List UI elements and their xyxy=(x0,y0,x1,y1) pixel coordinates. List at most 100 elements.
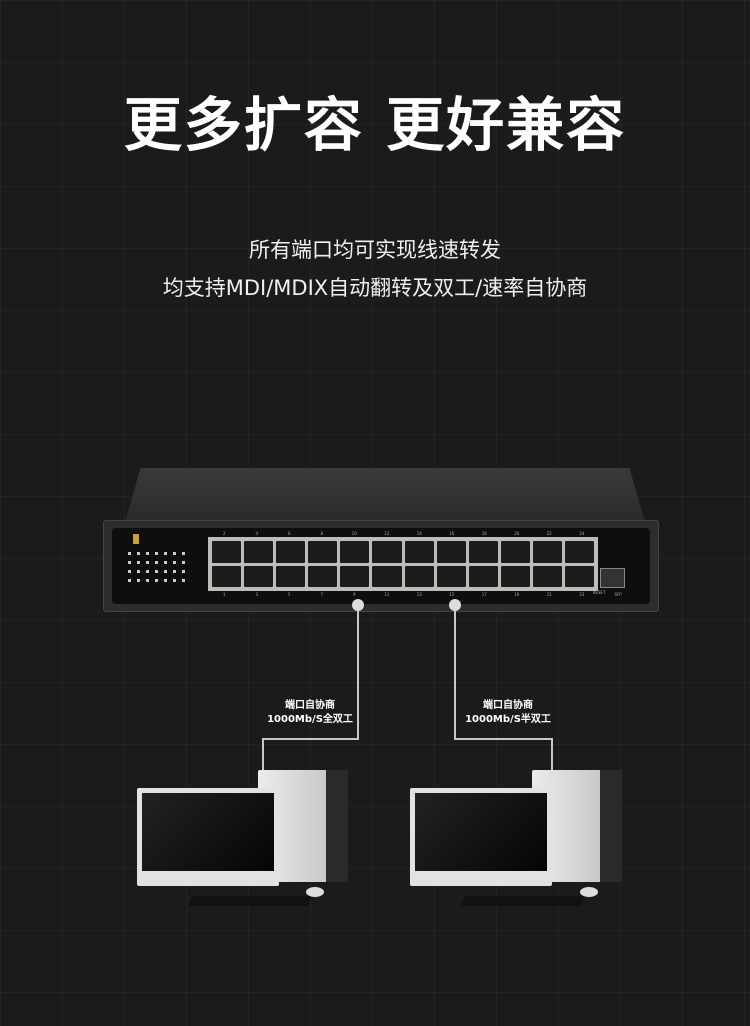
connection-point-right xyxy=(449,599,461,611)
rj45-port xyxy=(436,565,466,587)
label-line: 1000Mb/S半双工 xyxy=(465,714,551,725)
led xyxy=(182,561,185,564)
connection-label-left: 端口自协商 1000Mb/S全双工 xyxy=(250,699,370,727)
connection-point-left xyxy=(352,599,364,611)
port-number: 7 xyxy=(320,592,324,597)
screen xyxy=(142,793,274,871)
brand-logo-icon xyxy=(133,534,139,544)
led xyxy=(155,570,158,573)
rj45-port xyxy=(404,541,434,563)
rj45-port xyxy=(468,541,498,563)
port-number: 10 xyxy=(351,531,357,536)
connection-label-right: 端口自协商 1000Mb/S半双工 xyxy=(448,699,568,727)
port-number: 2 xyxy=(222,531,226,536)
subtitle-line-1: 所有端口均可实现线速转发 xyxy=(249,238,501,262)
pc-tower-side xyxy=(326,770,348,882)
port-number: 23 xyxy=(579,592,585,597)
rj45-ports xyxy=(208,537,598,591)
switch-top xyxy=(125,468,645,522)
rj45-port xyxy=(564,565,594,587)
rj45-port xyxy=(244,541,274,563)
port-number: 6 xyxy=(287,531,291,536)
reset-label: RESET xyxy=(592,590,606,595)
port-number: 22 xyxy=(546,531,552,536)
port-number: 13 xyxy=(416,592,422,597)
led xyxy=(164,552,167,555)
cable-line xyxy=(551,738,553,770)
sfp-label: SFP xyxy=(614,592,622,597)
keyboard xyxy=(461,896,585,906)
label-line: 端口自协商 xyxy=(483,700,533,711)
port-number: 21 xyxy=(546,592,552,597)
page-title: 更多扩容 更好兼容 xyxy=(123,91,627,159)
rj45-port xyxy=(500,541,530,563)
rj45-port xyxy=(276,541,306,563)
mouse xyxy=(306,887,324,897)
led xyxy=(173,561,176,564)
rj45-port xyxy=(404,565,434,587)
port-number: 9 xyxy=(352,592,356,597)
rj45-port xyxy=(372,565,402,587)
rj45-port xyxy=(532,541,562,563)
port-number: 20 xyxy=(514,531,520,536)
subtitle-line-2: 均支持MDI/MDIX自动翻转及双工/速率自协商 xyxy=(162,276,588,300)
led xyxy=(137,579,140,582)
led xyxy=(155,561,158,564)
port-number: 11 xyxy=(384,592,390,597)
monitor xyxy=(410,788,552,886)
rj45-port xyxy=(468,565,498,587)
rj45-port xyxy=(500,565,530,587)
led xyxy=(164,570,167,573)
cable-line xyxy=(262,738,264,770)
pc-tower-side xyxy=(600,770,622,882)
led xyxy=(137,552,140,555)
led xyxy=(146,579,149,582)
port-number: 18 xyxy=(481,531,487,536)
rj45-port xyxy=(340,565,370,587)
port-number: 24 xyxy=(579,531,585,536)
led xyxy=(146,552,149,555)
rj45-port xyxy=(372,541,402,563)
rj45-port xyxy=(564,541,594,563)
rj45-port xyxy=(244,565,274,587)
label-line: 端口自协商 xyxy=(285,700,335,711)
port-number: 3 xyxy=(255,592,259,597)
led xyxy=(173,570,176,573)
port-number: 12 xyxy=(384,531,390,536)
cable-line xyxy=(262,738,359,740)
led xyxy=(155,579,158,582)
rj45-port xyxy=(308,565,338,587)
led xyxy=(128,579,131,582)
port-number: 17 xyxy=(481,592,487,597)
cable-line xyxy=(454,611,456,740)
led xyxy=(146,561,149,564)
rj45-port xyxy=(436,541,466,563)
led xyxy=(164,579,167,582)
led xyxy=(128,561,131,564)
led xyxy=(155,552,158,555)
led xyxy=(173,579,176,582)
sfp-port xyxy=(600,568,625,588)
mouse xyxy=(580,887,598,897)
rj45-port xyxy=(212,541,242,563)
led xyxy=(128,552,131,555)
rj45-port xyxy=(276,565,306,587)
led xyxy=(128,570,131,573)
port-number: 4 xyxy=(255,531,259,536)
monitor xyxy=(137,788,279,886)
port-number: 15 xyxy=(449,592,455,597)
rj45-port xyxy=(532,565,562,587)
label-line: 1000Mb/S全双工 xyxy=(267,714,353,725)
port-number: 14 xyxy=(416,531,422,536)
led xyxy=(182,570,185,573)
cable-line xyxy=(454,738,553,740)
port-number: 19 xyxy=(514,592,520,597)
led xyxy=(146,570,149,573)
led xyxy=(137,570,140,573)
port-number: 8 xyxy=(320,531,324,536)
led xyxy=(182,552,185,555)
port-number: 16 xyxy=(449,531,455,536)
rj45-port xyxy=(340,541,370,563)
